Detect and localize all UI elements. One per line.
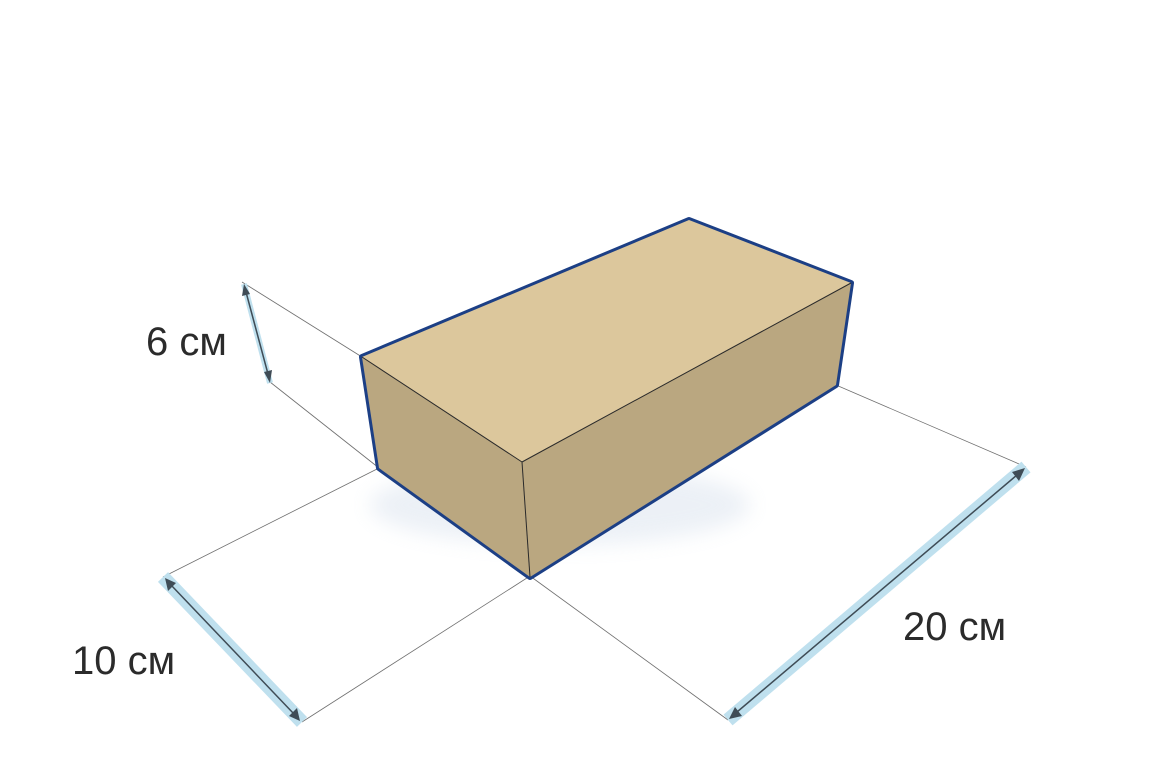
width-dimension-line — [170, 584, 295, 715]
length-dimension-line — [736, 474, 1018, 713]
extension-lines — [162, 281, 1027, 723]
height-arrow-head-top — [242, 284, 250, 296]
ext-line-length-front — [529, 575, 729, 721]
box-top-face — [362, 220, 851, 462]
length-dimension: 20 см — [723, 461, 1031, 726]
height-label: 6 см — [146, 320, 227, 364]
width-label: 10 см — [72, 639, 175, 683]
ext-line-width-front — [301, 575, 531, 723]
height-arrow-head-bottom — [264, 370, 272, 383]
ext-line-height-top — [241, 281, 363, 358]
height-dimension-line — [245, 291, 269, 375]
length-arrow-head-bottom — [729, 707, 742, 719]
width-arrow-head-top — [165, 578, 176, 591]
length-arrow-head-top — [1012, 468, 1025, 481]
height-dimension: 6 см — [146, 283, 273, 384]
box-edge-top-side — [521, 282, 852, 463]
box-edge-top-front — [361, 356, 523, 463]
width-dimension: 10 см — [72, 572, 308, 727]
ext-line-width-back — [162, 467, 380, 578]
ext-line-length-back — [835, 384, 1027, 468]
box-front-face — [522, 283, 851, 577]
box-left-face — [362, 357, 530, 577]
brick-box — [359, 217, 854, 580]
width-arrow-head-bottom — [289, 708, 300, 721]
ext-line-height-bottom — [269, 381, 380, 469]
length-label: 20 см — [903, 605, 1006, 649]
box-edge-vertical — [521, 461, 531, 578]
